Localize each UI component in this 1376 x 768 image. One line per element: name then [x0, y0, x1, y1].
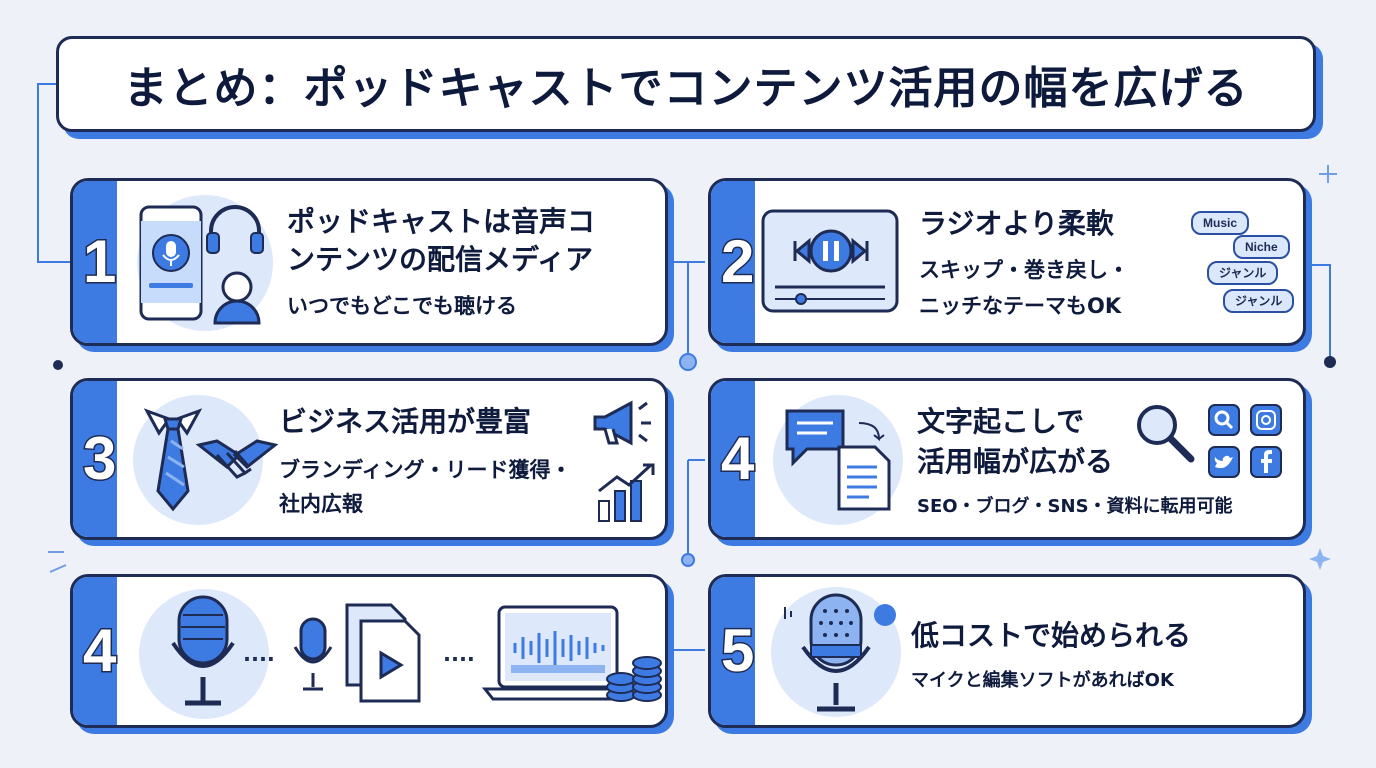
instagram-icon: [1250, 404, 1282, 436]
card-1-heading-line1: ポッドキャストは音声コ: [287, 205, 596, 238]
card-4: 4 文字起こしで 活用幅が広がる SEO・ブログ・SNS・資料に転用可能: [708, 378, 1306, 540]
card-number: 1: [81, 228, 117, 295]
microphone-icon: [801, 593, 871, 712]
card-1: 1 ポッドキャストは音声コ ンテンツの配信メディア いつでもどこでも聴ける: [70, 178, 668, 346]
card-number: 3: [81, 425, 117, 492]
chat-dot-icon: [874, 604, 896, 626]
twitter-icon: [1208, 446, 1240, 478]
arrow-icon: [858, 422, 885, 442]
genre-tag: Music: [1191, 211, 1250, 235]
laptop-waveform-icon: [481, 605, 635, 701]
headphones-icon: [206, 205, 264, 254]
smartphone-mic-icon: [139, 205, 203, 321]
card-4-subtitle: SEO・ブログ・SNS・資料に転用可能: [917, 496, 1233, 517]
card-1-heading-line2: ンテンツの配信メディア: [287, 243, 594, 276]
card-number: 5: [719, 617, 755, 684]
tie-icon: [143, 408, 203, 512]
media-player-icon: [761, 209, 899, 313]
title-banner: まとめ：ポッドキャストでコンテンツ活用の幅を広げる: [56, 36, 1316, 132]
card-number: 4: [81, 617, 117, 684]
card-2-subtitle-line1: スキップ・巻き戻し・: [919, 258, 1129, 282]
user-icon: [213, 271, 261, 325]
genre-tag: ジャンル: [1207, 261, 1279, 285]
dots-separator: ....: [243, 642, 275, 666]
microphone-icon: [171, 595, 235, 706]
card-accent-bar: [711, 181, 755, 343]
card-process: 4 .... ....: [70, 574, 668, 728]
chat-bubble-icon: [785, 409, 845, 467]
card-5: 5 低コストで始められる マイクと編集ソフトがあればOK: [708, 574, 1306, 728]
card-4-heading-line1: 文字起こしで: [917, 405, 1085, 438]
card-3-subtitle-line2: 社内広報: [279, 492, 363, 516]
card-5-heading: 低コストで始められる: [911, 619, 1192, 652]
small-microphone-icon: [293, 617, 333, 691]
video-file-icon: [345, 603, 421, 703]
genre-tag: ジャンル: [1223, 289, 1295, 313]
growth-chart-icon: [598, 463, 655, 522]
card-accent-bar: [711, 577, 755, 725]
card-accent-bar: [73, 181, 117, 343]
card-3-heading: ビジネス活用が豊富: [279, 405, 532, 438]
card-accent-bar: [73, 577, 117, 725]
genre-tag: Niche: [1233, 235, 1290, 259]
facebook-icon: [1250, 446, 1282, 478]
card-5-subtitle: マイクと編集ソフトがあればOK: [911, 670, 1174, 691]
coins-icon: [606, 656, 662, 702]
card-accent-bar: [711, 381, 755, 537]
card-number: 4: [719, 425, 755, 492]
card-3: 3 ビジネス活用が豊富 ブランディング・リード獲得・ 社内広報: [70, 378, 668, 540]
card-3-subtitle-line1: ブランディング・リード獲得・: [279, 458, 572, 482]
sound-wave-icon: [784, 607, 792, 619]
card-accent-bar: [73, 381, 117, 537]
search-icon: [1137, 405, 1195, 463]
card-2-subtitle-line2: ニッチなテーマもOK: [919, 294, 1122, 318]
document-icon: [837, 445, 891, 511]
card-4-heading-line2: 活用幅が広がる: [917, 445, 1114, 478]
card-2: 2 ラジオより柔軟 スキップ・巻き戻し・ ニッチなテーマもOK Music Ni…: [708, 178, 1306, 346]
card-1-subtitle: いつでもどこでも聴ける: [287, 294, 517, 318]
card-number: 2: [719, 228, 755, 295]
handshake-icon: [195, 439, 279, 479]
page-title: まとめ：ポッドキャストでコンテンツ活用の幅を広げる: [123, 63, 1249, 114]
dots-separator: ....: [443, 642, 475, 666]
card-2-heading: ラジオより柔軟: [919, 207, 1114, 240]
search-app-icon: [1208, 404, 1240, 436]
megaphone-icon: [593, 400, 651, 446]
